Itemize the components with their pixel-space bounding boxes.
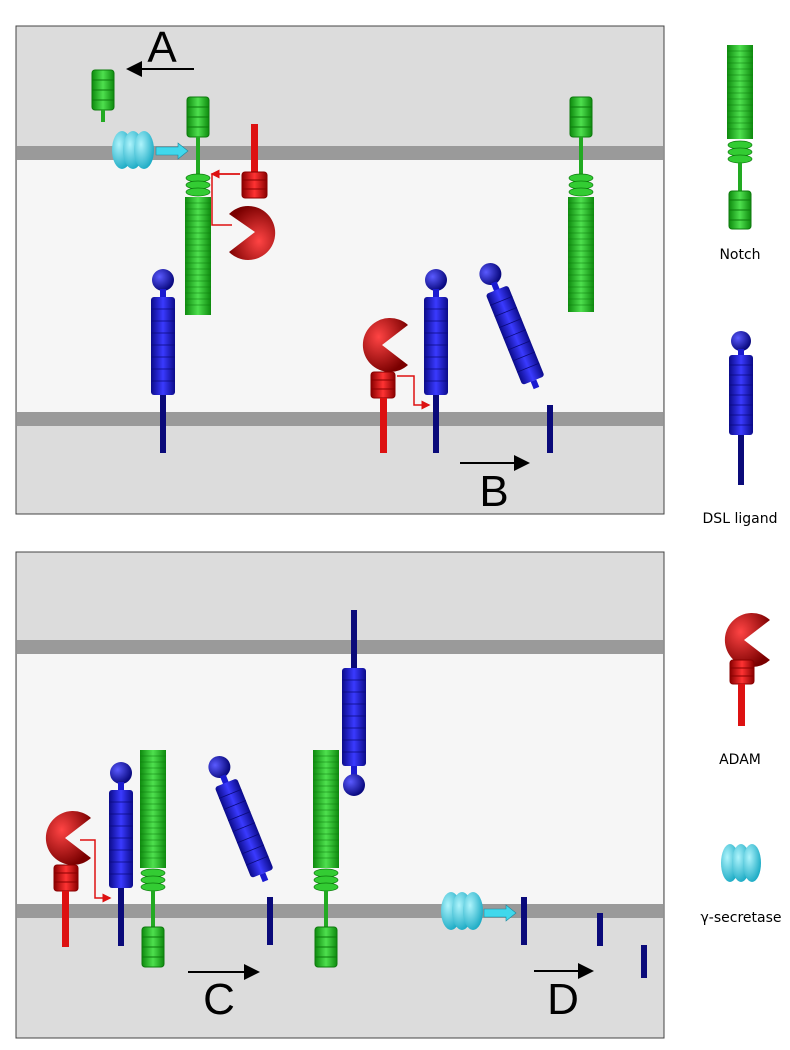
panel-bottom-upper-membrane [17, 640, 663, 654]
dsl-stub-bottom-left [267, 897, 273, 945]
cyan-arrow-top [155, 142, 189, 160]
legend-dsl-icon [729, 331, 753, 485]
legend-gamma-label: γ-secretase [701, 910, 782, 926]
adam-top-panel-bottom [362, 318, 431, 453]
notch-receptor-bottom-middle [313, 750, 339, 968]
dsl-ligand-left [151, 269, 175, 453]
legend-adam-label: ADAM [719, 752, 761, 768]
label-d: D [547, 975, 579, 1024]
legend-notch-icon [727, 45, 753, 230]
dsl-icd-released [641, 945, 647, 978]
notch-receptor-right [568, 96, 594, 312]
panel-bottom: C D [15, 551, 665, 1039]
gamma-secretase-bottom [441, 892, 517, 930]
shed-dsl-ectodomain-top [479, 263, 544, 390]
panel-top-lower-membrane [17, 412, 663, 426]
notch-receptor-left [185, 96, 211, 315]
label-a: A [147, 23, 177, 72]
panel-bottom-lower-membrane [17, 904, 663, 918]
legend-notch-label: Notch [719, 247, 760, 263]
dsl-ligand-middle [424, 269, 448, 453]
adam-bottom-left [45, 811, 112, 947]
gamma-secretase-top [112, 131, 189, 169]
dsl-stub-top [547, 405, 553, 453]
panel-top: A [15, 23, 665, 516]
dsl-ligand-bottom-left [109, 762, 133, 946]
notch-receptor-bottom-left [140, 750, 166, 968]
shed-dsl-ectodomain-bottom [208, 756, 273, 883]
panel-top-intercellular-space [17, 160, 663, 412]
label-c: C [203, 975, 235, 1024]
legend-adam-icon [724, 613, 770, 726]
dsl-stub-bottom-right [521, 897, 527, 945]
legend-dsl-label: DSL ligand [703, 511, 778, 527]
adam-top [210, 124, 276, 260]
dsl-ligand-inverted [342, 610, 366, 796]
legend-gamma-secretase-icon [721, 844, 761, 882]
released-notch-fragment [91, 69, 115, 122]
cyan-arrow-bottom [483, 904, 517, 922]
dsl-stub-small [597, 913, 603, 946]
legend: Notch DSL ligand ADAM [701, 45, 782, 926]
label-b: B [479, 467, 508, 516]
